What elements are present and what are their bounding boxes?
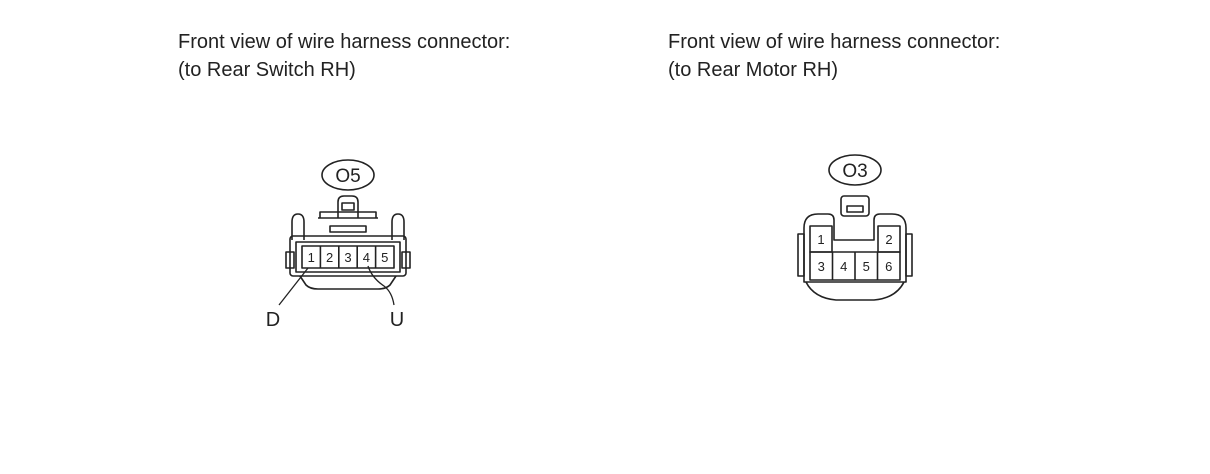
callout-line-u [367, 265, 395, 306]
right-connector-caption: Front view of wire harness connector: (t… [668, 28, 1000, 84]
pin-6-label: 6 [885, 259, 892, 274]
pin-5-label: 5 [863, 259, 870, 274]
pin-2-label: 2 [885, 232, 892, 247]
left-caption-line2: (to Rear Switch RH) [178, 59, 356, 81]
left-connector-caption: Front view of wire harness connector: (t… [178, 28, 510, 84]
connector-code-o3: O3 [842, 161, 867, 182]
callout-line-d [278, 267, 309, 306]
pin-3-label: 3 [344, 250, 351, 265]
pin-2-label: 2 [326, 250, 333, 265]
connector-o3: O3 1 2 3 4 5 6 [797, 154, 913, 301]
latch-o5 [337, 195, 359, 218]
pin-4-label: 4 [363, 250, 370, 265]
connector-code-oval-o5 [321, 159, 375, 191]
pin-1-label: 1 [308, 250, 315, 265]
left-caption-line1: Front view of wire harness connector: [178, 31, 511, 53]
connector-o5: O5 1 2 3 4 5 D U [266, 159, 411, 331]
callout-label-d: D [266, 309, 280, 331]
callout-label-u: U [390, 309, 404, 331]
pin-5-label: 5 [381, 250, 388, 265]
housing-o3 [803, 213, 907, 283]
connector-code-o5: O5 [335, 166, 360, 187]
pin-row-o5 [301, 245, 395, 269]
latch-o3 [840, 195, 870, 217]
pin-1-label: 1 [817, 232, 824, 247]
connector-code-oval-o3 [828, 154, 882, 186]
pin-4-label: 4 [840, 259, 847, 274]
housing-o5 [289, 235, 407, 277]
right-caption-line2: (to Rear Motor RH) [668, 59, 839, 81]
pin-3-label: 3 [818, 259, 825, 274]
right-caption-line1: Front view of wire harness connector: [668, 31, 1001, 53]
